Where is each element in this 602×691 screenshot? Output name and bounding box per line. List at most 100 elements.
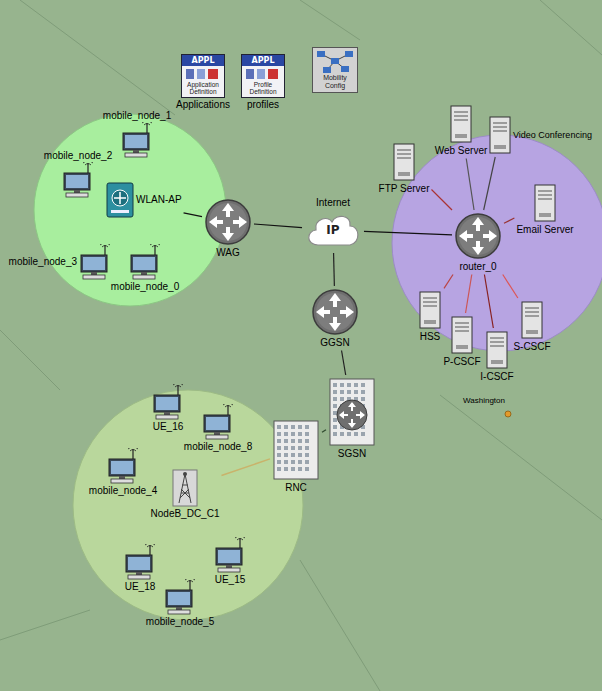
node-label: router_0 [459,261,496,273]
network-node: UE_18 [123,544,157,593]
node-label: UE_18 [125,581,156,593]
router-icon [204,198,252,246]
pc-symbol [213,537,247,573]
server-symbol [449,104,473,144]
tower-symbol [172,469,198,507]
node-label: Applications [176,99,230,111]
network-node: NodeB_DC_C1 [151,469,220,520]
tower-icon [172,469,198,507]
node-label: profiles [247,99,279,111]
network-link [333,253,335,286]
network-link [254,224,302,228]
icon-graphic [183,67,221,81]
pc-symbol [163,579,197,615]
icon-body: Profile Definition [242,66,284,97]
cloud-icon: IP [304,209,362,251]
router-symbol [311,288,359,336]
network-link [466,159,474,211]
router-symbol [454,212,502,260]
network-node: APPL Application DefinitionApplications [176,54,230,111]
server-icon [488,115,512,155]
network-link [184,213,202,217]
server-symbol [418,290,442,330]
server-icon [450,315,474,355]
ap-symbol [105,181,135,219]
bldg-icon [272,419,320,481]
pc-symbol [106,448,140,484]
network-node: WLAN-AP [105,181,182,219]
network-node: mobile_node_1 [103,110,171,159]
mobility-icon: Mobility Config [312,47,358,92]
network-node: APPLProfile Definitionprofiles [241,54,285,111]
network-node: HSS [418,290,442,343]
node-label: I-CSCF [480,371,513,383]
pc-icon [106,448,140,484]
icon-graphic [243,67,281,81]
node-label: GGSN [320,337,349,349]
pc-symbol [61,162,95,198]
server-icon [418,290,442,330]
network-link [342,351,346,376]
server-symbol [485,330,509,370]
pc-icon [128,244,162,280]
network-link [221,459,270,476]
pc-symbol [78,244,112,280]
pc-icon [201,404,235,440]
node-label: mobile_node_4 [89,485,157,497]
network-link [504,218,514,223]
node-label: UE_16 [153,421,184,433]
node-label: Video Conferencing [513,130,592,140]
network-node: mobile_node_5 [146,579,214,628]
node-label: S-CSCF [513,341,550,353]
server-symbol [450,315,474,355]
network-node: mobile_node_2 [44,150,112,199]
node-label: mobile_node_8 [184,441,252,453]
server-symbol [392,142,416,182]
network-link [322,430,326,433]
server-symbol [533,183,557,223]
node-label: mobile_node_0 [111,281,179,293]
network-node: Mobility Config [312,47,358,92]
node-label: Internet [316,197,350,209]
pc-symbol [123,544,157,580]
server-icon [533,183,557,223]
node-label: WAG [216,247,240,259]
sgsn-icon [328,377,376,447]
router-symbol [204,198,252,246]
icon-graphic [313,48,357,74]
network-link [364,231,452,235]
pc-icon [213,537,247,573]
network-link [444,275,453,289]
network-link [484,275,493,329]
icon-body: Application Definition [182,66,224,97]
node-label: mobile_node_5 [146,616,214,628]
network-node: router_0 [454,212,502,273]
pc-symbol [120,122,154,158]
server-icon [392,142,416,182]
node-label: mobile_node_1 [103,110,171,122]
network-node: UE_16 [151,384,185,433]
network-link [431,189,452,210]
pc-icon [78,244,112,280]
network-node: Email Server [516,183,573,236]
node-label: RNC [285,482,307,494]
network-node: InternetIP [304,197,362,252]
server-icon [449,104,473,144]
icon-header: APPL [182,55,224,66]
definition-icon: APPLProfile Definition [241,54,285,98]
pc-symbol [128,244,162,280]
network-node: mobile_node_3 [9,244,112,280]
network-node: mobile_node_8 [184,404,252,453]
node-label: HSS [420,331,441,343]
pc-icon [151,384,185,420]
bldg-symbol [272,419,320,481]
icon-caption: Application Definition [183,81,223,95]
node-label: WLAN-AP [136,194,182,206]
place-label: Washington [463,396,505,405]
pc-symbol [151,384,185,420]
server-symbol [488,115,512,155]
router-icon [454,212,502,260]
network-node: S-CSCF [513,300,550,353]
network-node: WAG [204,198,252,259]
